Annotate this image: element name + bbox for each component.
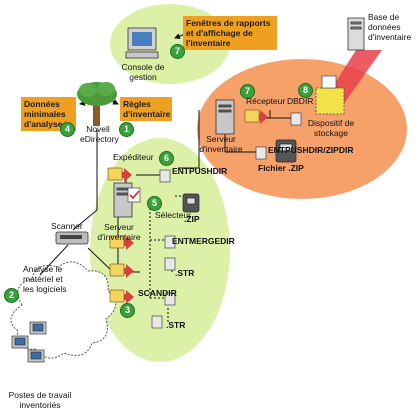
step-7-receiver: 7 [240, 84, 255, 99]
step-6: 6 [159, 151, 174, 166]
str1-label: .STR [175, 268, 195, 278]
sender-label: Expéditeur [113, 152, 154, 162]
inv-rules-tag: Règles d'inventaire [120, 97, 172, 121]
entpushdir-label: ENTPUSHDIR [172, 166, 228, 176]
file-icons [151, 112, 302, 329]
server-towers [113, 17, 365, 218]
console-monitor [125, 27, 159, 59]
step-1: 1 [119, 122, 134, 137]
edirectory-tree [77, 82, 117, 126]
console-header-tag: Fenêtres de rapports et d'affichage de l… [183, 16, 277, 50]
storage-device [315, 75, 345, 115]
zip-disks [182, 139, 297, 213]
step-3: 3 [120, 303, 135, 318]
entpushdir-zipdir-label: ENTPUSHDIR/ZIPDIR [268, 145, 354, 155]
str2-label: .STR [166, 320, 186, 330]
step-8: 8 [298, 83, 313, 98]
zip-file-label: Fichier .ZIP [258, 163, 304, 173]
step-4: 4 [60, 122, 75, 137]
storage-label: Dispositif de stockage [307, 118, 355, 138]
step-2: 2 [4, 288, 19, 303]
entmergedir-label: ENTMERGEDIR [172, 236, 235, 246]
zip-label: .ZIP [184, 214, 200, 224]
dbdir-label: DBDIR [287, 96, 314, 106]
step-7-console: 7 [170, 44, 185, 59]
scanner-device [55, 231, 89, 245]
scanner-label: Scanner [51, 221, 83, 231]
database-label: Base de données d'inventaire [368, 12, 412, 42]
receiver-label: Récepteur [246, 96, 286, 106]
inv-server-top-label: Serveur d'inventaire [199, 134, 243, 154]
edirectory-label: Novell eDirectory [80, 124, 119, 144]
selector-label: Sélecteur [155, 210, 191, 220]
checklist-icon [127, 187, 141, 203]
inv-server-left-label: Serveur d'inventaire [97, 222, 141, 242]
step-5: 5 [147, 196, 162, 211]
workstation-pcs [11, 321, 47, 363]
workstations-label: Postes de travail inventoriés [8, 390, 72, 410]
console-caption: Console de gestion [121, 62, 165, 82]
analyze-label: Analyse le matériel et les logiciels [23, 264, 67, 294]
folders [107, 109, 260, 303]
scandir-label: SCANDIR [138, 288, 177, 298]
